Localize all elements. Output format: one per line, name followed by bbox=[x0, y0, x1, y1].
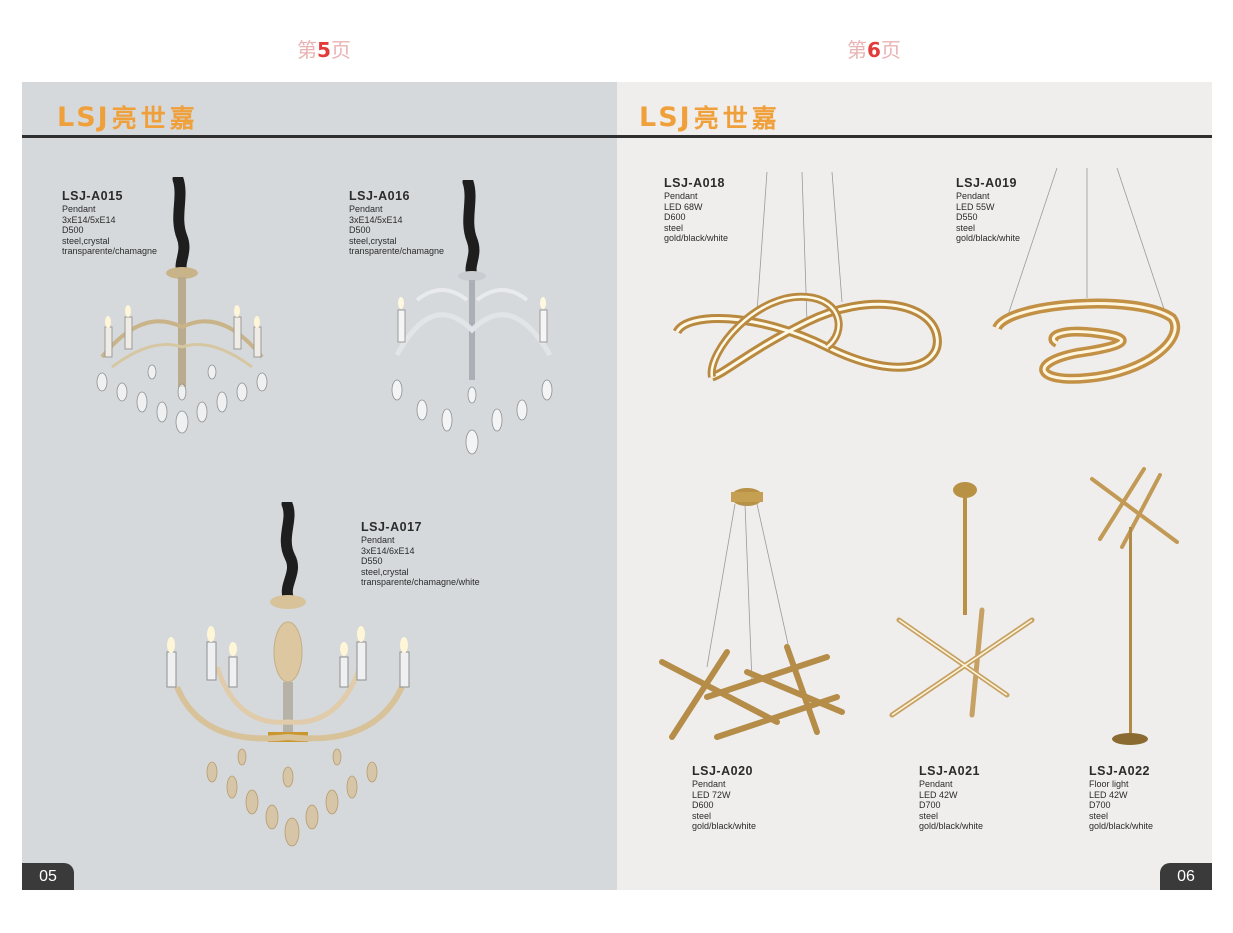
product-spec-a018: LSJ-A018 Pendant LED 68W D600 steel gold… bbox=[664, 176, 729, 243]
chandelier-a016-image bbox=[391, 180, 553, 455]
chandelier-a015-image bbox=[96, 177, 268, 434]
pendant-a020-image bbox=[659, 488, 845, 740]
product-spec-a020: LSJ-A020 Pendant LED 72W D600 steel gold… bbox=[692, 764, 757, 831]
product-spec-a022: LSJ-A022 Floor light LED 42W D700 steel … bbox=[1089, 764, 1154, 831]
product-spec-a016: LSJ-A016 Pendant 3xE14/5xE14 D500 steel,… bbox=[349, 189, 445, 256]
product-spec-a021: LSJ-A021 Pendant LED 42W D700 steel gold… bbox=[919, 764, 984, 831]
page-number-05: 05 bbox=[22, 863, 74, 890]
product-spec-a019: LSJ-A019 Pendant LED 55W D550 steel gold… bbox=[956, 176, 1021, 243]
product-spec-a015: LSJ-A015 Pendant 3xE14/5xE14 D500 steel,… bbox=[62, 189, 158, 256]
pendant-a018-image bbox=[672, 172, 942, 382]
page-label-6: 第6页 bbox=[847, 38, 901, 62]
pendant-a021-image bbox=[889, 482, 1035, 718]
pendant-a019-image bbox=[992, 168, 1181, 384]
chandelier-a017-image bbox=[166, 502, 410, 847]
header-rule bbox=[617, 135, 1212, 138]
product-spec-a017: LSJ-A017 Pendant 3xE14/6xE14 D550 steel,… bbox=[361, 520, 480, 587]
header-rule bbox=[22, 135, 617, 138]
floor-light-a022-image bbox=[1090, 467, 1179, 745]
page-label-5: 第5页 bbox=[297, 38, 351, 62]
page-number-06: 06 bbox=[1160, 863, 1212, 890]
